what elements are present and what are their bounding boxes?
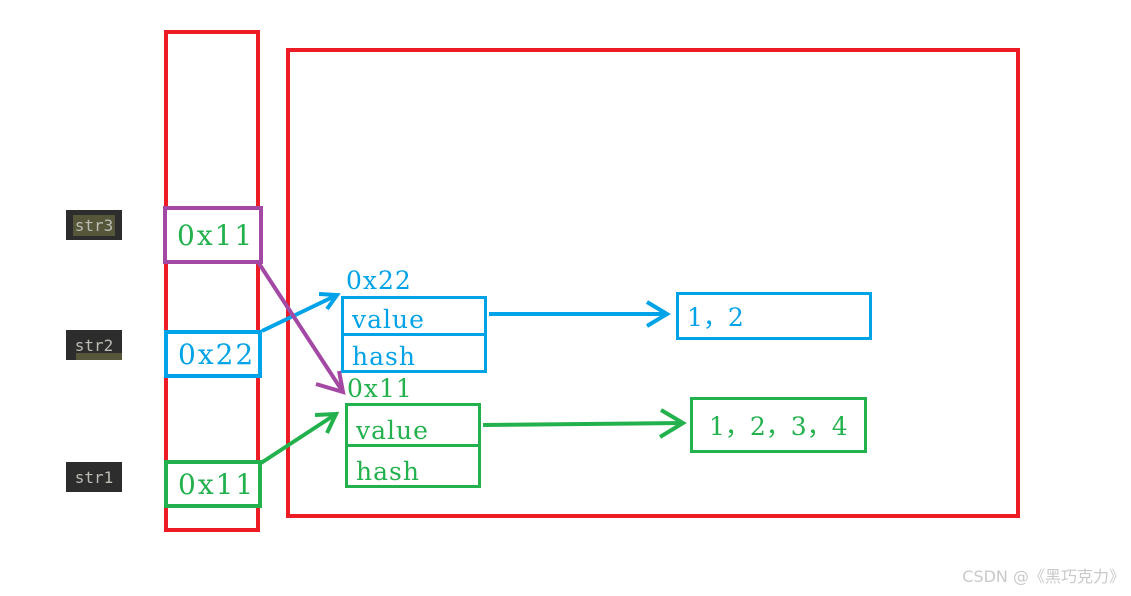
- char-array-0x11-content: 1，2，3，4: [709, 412, 848, 441]
- variable-badge-str1: str1: [66, 462, 122, 492]
- stack-cell-str2-pointer: 0x22: [178, 337, 256, 371]
- stack-cell-str3-pointer: 0x11: [177, 218, 255, 252]
- stack-frame-rect: [164, 30, 260, 532]
- char-array-0x11-box: 1，2，3，4: [690, 397, 867, 453]
- char-array-0x22-box: 1，2: [676, 292, 872, 340]
- variable-badge-str3: str3: [66, 210, 122, 240]
- heap-object-0x22-address: 0x22: [346, 266, 412, 295]
- heap-object-0x11-box: value hash: [345, 403, 481, 488]
- variable-label-str1: str1: [74, 467, 114, 487]
- stack-cell-str3: 0x11: [163, 206, 263, 264]
- stack-cell-str2: 0x22: [164, 330, 262, 378]
- csdn-watermark: CSDN @《黑巧克力》: [962, 567, 1125, 586]
- heap-object-0x22-hash-field: hash: [352, 341, 416, 371]
- heap-object-0x22-box: value hash: [341, 296, 487, 373]
- variable-label-str3: str3: [72, 214, 116, 236]
- variable-label-str2: str2: [74, 335, 114, 355]
- char-array-0x22-content: 1，2: [687, 303, 744, 332]
- heap-object-0x11-hash-field: hash: [356, 456, 420, 486]
- heap-object-0x22-value-field: value: [344, 299, 484, 336]
- heap-object-0x11-address: 0x11: [347, 374, 413, 403]
- stack-cell-str1: 0x11: [164, 460, 262, 508]
- heap-object-0x11-value-field: value: [348, 406, 478, 447]
- stack-cell-str1-pointer: 0x11: [178, 467, 256, 501]
- selection-highlight-bar: [76, 353, 122, 360]
- variable-badge-str2: str2: [66, 330, 122, 360]
